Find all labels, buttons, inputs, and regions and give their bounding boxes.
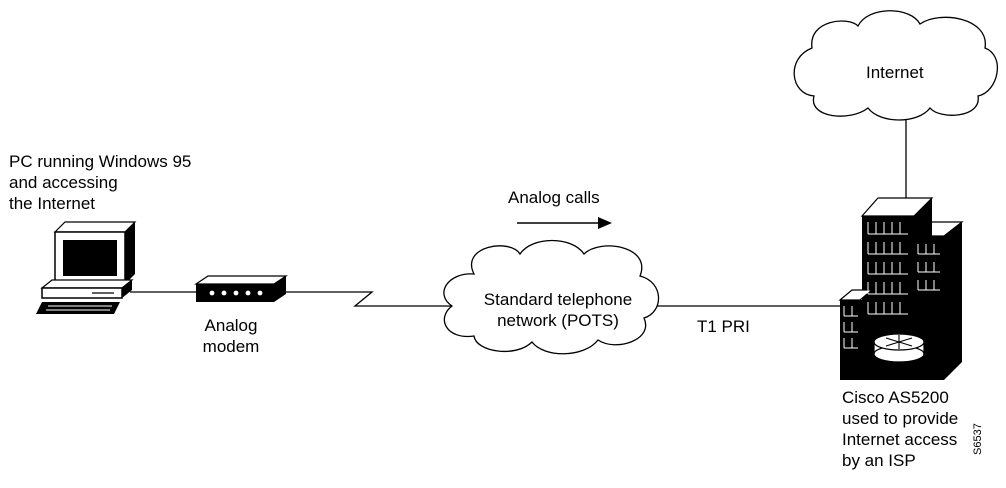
- pc-label-line: and accessing: [9, 173, 118, 192]
- pc-label: PC running Windows 95 and accessing the …: [9, 151, 191, 214]
- access-server-label-line: used to provide: [842, 409, 959, 428]
- pots-label-line: network (POTS): [497, 311, 619, 330]
- router-icon: [873, 333, 925, 363]
- access-server-label: Cisco AS5200 used to provide Internet ac…: [842, 387, 958, 471]
- access-server-label-line: by an ISP: [842, 451, 916, 470]
- modem-to-pots-line: [286, 291, 456, 307]
- t1-pri-label: T1 PRI: [697, 317, 750, 336]
- access-server-label-line: Internet access: [842, 430, 958, 449]
- modem-label: Analog modem: [196, 315, 266, 357]
- pc-label-line: PC running Windows 95: [9, 152, 192, 171]
- modem-icon: [194, 275, 288, 302]
- pc-icon: [36, 221, 137, 314]
- internet-label: Internet: [866, 63, 924, 82]
- pots-label-line: Standard telephone: [483, 290, 633, 309]
- modem-label-line: modem: [202, 337, 260, 356]
- pc-label-line: the Internet: [9, 194, 96, 213]
- internet-cloud: [793, 10, 998, 121]
- analog-calls-arrow: [517, 217, 612, 229]
- analog-calls-label: Analog calls: [508, 188, 600, 207]
- modem-label-line: Analog: [204, 316, 258, 335]
- pots-cloud: [443, 239, 660, 355]
- figure-id: S6537: [972, 423, 984, 455]
- pots-label: Standard telephone network (POTS): [470, 289, 646, 331]
- access-server-label-line: Cisco AS5200: [842, 388, 949, 407]
